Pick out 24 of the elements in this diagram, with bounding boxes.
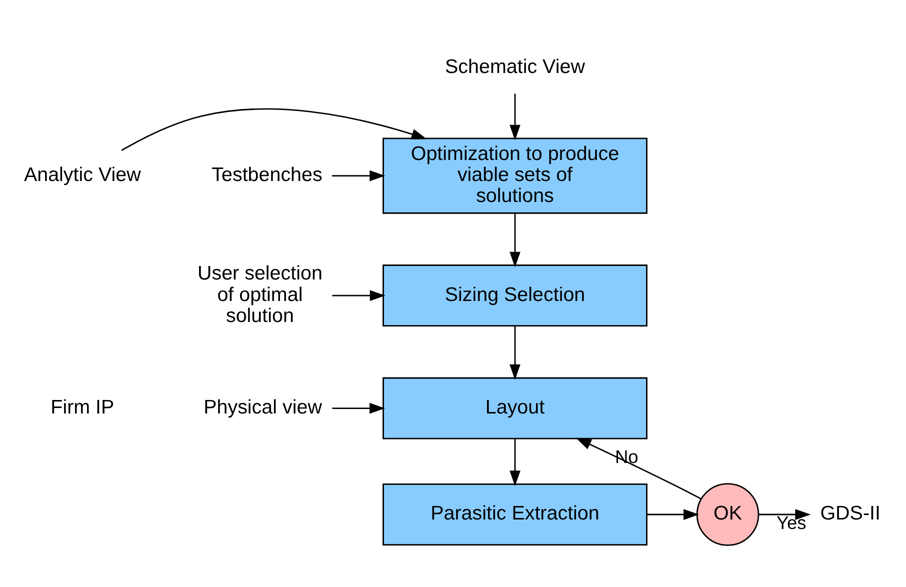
arrow (510, 438, 520, 486)
node-box: Layout (382, 376, 648, 439)
arrow (510, 213, 520, 267)
edge-label: Yes (776, 512, 806, 533)
node-circle: OK (696, 482, 760, 546)
node-box: Parasitic Extraction (382, 483, 648, 545)
arrow (510, 326, 520, 380)
arrow (332, 402, 386, 414)
arrow (647, 508, 700, 520)
node-text: GDS-II (820, 502, 880, 524)
node-text: Testbenches (212, 164, 322, 186)
arrow (121, 108, 427, 150)
arrow (510, 93, 520, 140)
node-box: Sizing Selection (382, 264, 648, 326)
node-text: Physical view (204, 396, 322, 418)
arrow (332, 170, 386, 181)
arrow (576, 437, 702, 499)
label: Firm IP (50, 396, 114, 418)
arrow (758, 508, 811, 520)
node-text: Analytic View (24, 164, 141, 186)
node-text: Schematic View (445, 56, 585, 78)
node-text: User selection of optimal solution (197, 262, 322, 326)
arrow (332, 290, 386, 300)
node-box: Optimization to produce viable sets of solutions (382, 137, 648, 214)
